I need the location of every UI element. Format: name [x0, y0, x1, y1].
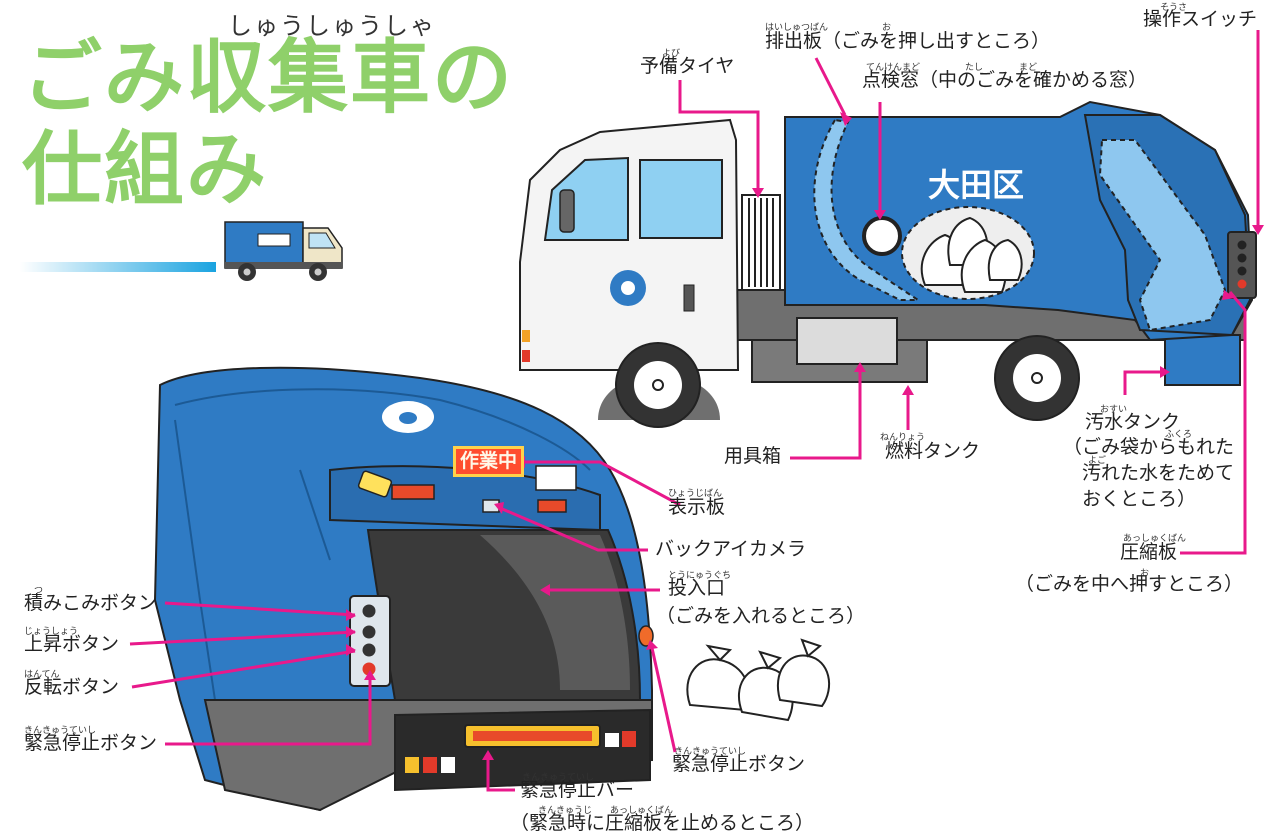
- discharge-plate-shape: [813, 118, 922, 301]
- lift-button-ruby: じょうしょう: [24, 627, 79, 637]
- display-board-label: 表示板: [668, 496, 726, 518]
- inspection-window-ruby: てんけんまど たし まど: [866, 63, 1038, 73]
- compression-plate-note: （ごみを中へ押すところ）: [1015, 573, 1244, 595]
- emergency-bar-ruby: きんきゅうていし: [522, 773, 595, 783]
- discharge-plate-label: 排出板（ごみを押し出すところ）: [765, 30, 1051, 52]
- spare-tire-label: 予備タイヤ: [640, 55, 735, 77]
- waste-water-tank-ruby: おすい: [1100, 405, 1128, 415]
- waste-water-note2: 汚れた水をためて: [1082, 462, 1235, 484]
- control-switch-label: 操作スイッチ: [1143, 8, 1258, 30]
- mini-truck-icon: [224, 221, 343, 281]
- title-ruby: しゅうしゅうしゃ: [228, 12, 436, 40]
- waste-water-note1-ruby: ふくろ: [1165, 430, 1193, 440]
- rear-view-truck: [153, 366, 654, 812]
- reverse-button-ruby: はんてん: [24, 670, 60, 680]
- waste-water-tank-shape: [1164, 334, 1241, 386]
- emergency-button-left-ruby: きんきゅうていし: [24, 726, 97, 736]
- control-switch-ruby: そうさ: [1160, 3, 1188, 13]
- compression-plate-ruby: あっしゅくばん: [1123, 534, 1187, 544]
- control-switch-shape: [1227, 231, 1257, 299]
- input-slot-note: （ごみを入れるところ）: [656, 605, 866, 627]
- waste-water-note1: （ごみ袋からもれた: [1063, 436, 1235, 458]
- emergency-button-right-label: 緊急停止ボタン: [672, 753, 806, 775]
- load-button-label: 積みこみボタン: [24, 592, 158, 614]
- emergency-bar-note-ruby: きんきゅうじ あっしゅくばん: [538, 806, 674, 816]
- discharge-plate-ruby: はいしゅつばん お: [765, 23, 892, 33]
- input-slot-ruby: とうにゅうぐち: [668, 571, 732, 581]
- waste-water-note3: おくところ）: [1082, 488, 1197, 510]
- load-button-ruby: つ: [34, 586, 44, 596]
- work-sign: 作業中: [453, 446, 525, 477]
- leader-lines: [129, 30, 1260, 792]
- emergency-button-right-ruby: きんきゅうていし: [674, 747, 747, 757]
- title-underline: [20, 262, 216, 272]
- reverse-button-label: 反転ボタン: [24, 676, 120, 698]
- truck-body-text: 大田区: [928, 166, 1025, 204]
- page-title-line1: ごみ収集車の: [22, 31, 514, 124]
- compression-plate-note-ruby: お: [1140, 569, 1150, 579]
- waste-water-tank-label: 汚水タンク: [1085, 411, 1181, 433]
- input-slot-label: 投入口: [668, 577, 726, 599]
- spare-tire-ruby: よび: [662, 49, 681, 59]
- tool-box-label: 用具箱: [724, 445, 782, 467]
- fuel-tank-label: 燃料タンク: [885, 440, 981, 462]
- fuel-tank-ruby: ねんりょう: [880, 433, 926, 443]
- side-view-truck: [519, 100, 1257, 428]
- garbage-bags-illustration: [686, 638, 831, 722]
- tool-box-shape: [796, 317, 898, 365]
- inspection-window-shape: [862, 216, 902, 256]
- compression-plate-label: 圧縮板: [1120, 541, 1178, 563]
- display-board-ruby: ひょうじばん: [668, 489, 723, 499]
- page-title-line2: 仕組み: [22, 123, 268, 216]
- back-eye-camera-label: バックアイカメラ: [655, 538, 807, 560]
- emergency-button-left-label: 緊急停止ボタン: [24, 732, 158, 754]
- lift-button-label: 上昇ボタン: [24, 633, 120, 655]
- waste-water-note2-ruby: よご: [1088, 456, 1107, 466]
- inspection-window-label: 点検窓（中のごみを確かめる窓）: [862, 69, 1148, 91]
- compression-plate-shape: [1098, 139, 1227, 332]
- emergency-bar-label: 緊急停止バー: [520, 779, 635, 801]
- emergency-bar-note: （緊急時に圧縮板を止めるところ）: [510, 812, 815, 834]
